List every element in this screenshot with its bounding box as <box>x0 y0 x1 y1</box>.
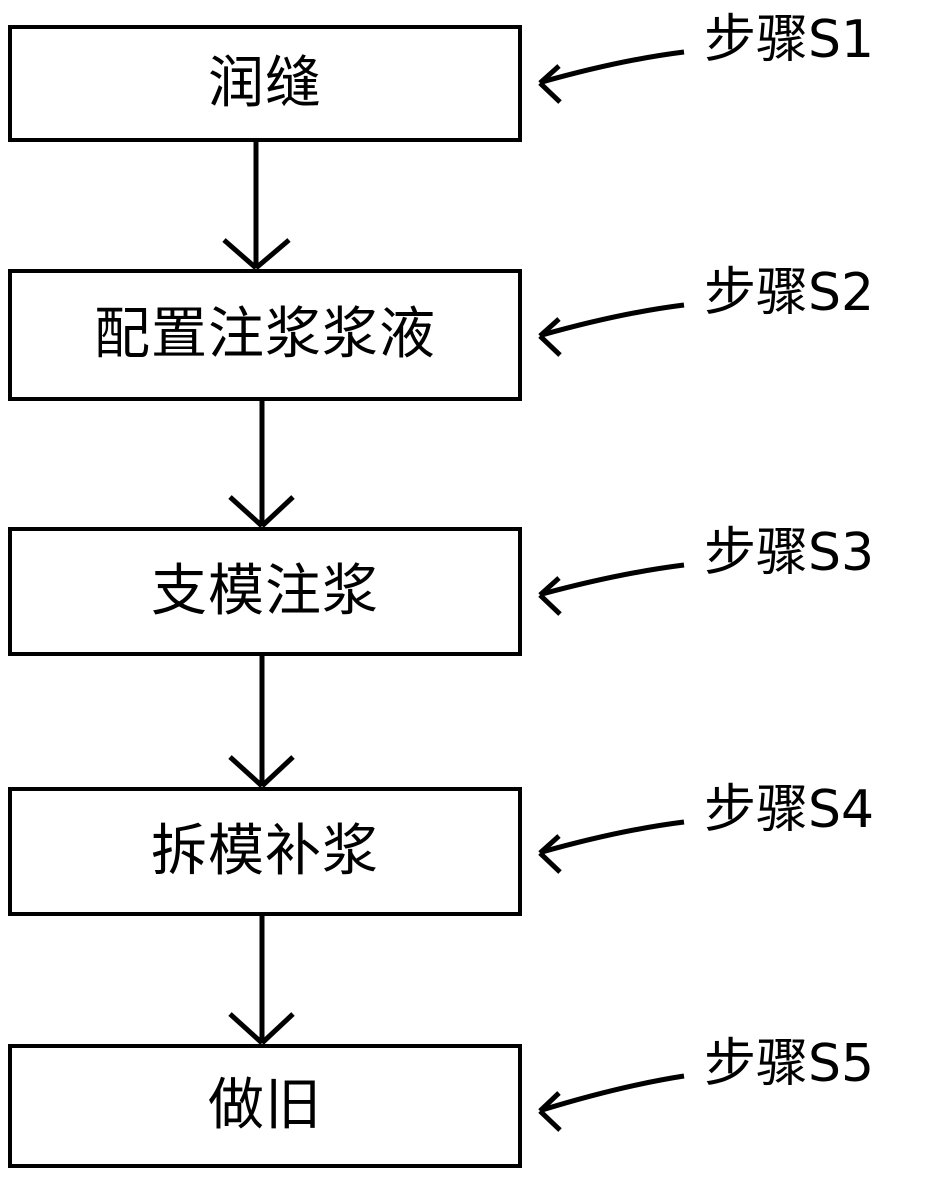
leader-arrow-s1 <box>538 49 685 104</box>
process-box-s1[interactable]: 润缝 <box>8 25 522 142</box>
process-box-s4[interactable]: 拆模补浆 <box>8 787 522 916</box>
connector-arrow-2 <box>228 401 295 528</box>
leader-arrow-s4 <box>538 819 685 874</box>
leader-arrow-s3 <box>538 562 685 616</box>
step-label-s3: 步骤S3 <box>704 523 875 583</box>
leader-arrow-s5 <box>538 1073 685 1132</box>
step-label-s2: 步骤S2 <box>704 263 875 323</box>
connector-arrow-1 <box>222 141 291 270</box>
connector-arrow-4 <box>228 916 295 1045</box>
connector-arrow-3 <box>228 656 295 788</box>
process-box-s4-text: 拆模补浆 <box>151 818 379 884</box>
step-label-s5: 步骤S5 <box>704 1034 875 1094</box>
step-label-s1: 步骤S1 <box>704 10 875 70</box>
process-box-s2[interactable]: 配置注浆浆液 <box>8 269 522 401</box>
process-box-s5[interactable]: 做旧 <box>8 1044 522 1168</box>
leader-arrow-s2 <box>538 302 685 357</box>
process-box-s3[interactable]: 支模注浆 <box>8 527 522 656</box>
step-label-s4: 步骤S4 <box>704 780 875 840</box>
process-box-s2-text: 配置注浆浆液 <box>94 302 436 367</box>
process-box-s5-text: 做旧 <box>208 1073 322 1138</box>
process-box-s3-text: 支模注浆 <box>151 558 379 624</box>
process-box-s1-text: 润缝 <box>208 50 322 116</box>
